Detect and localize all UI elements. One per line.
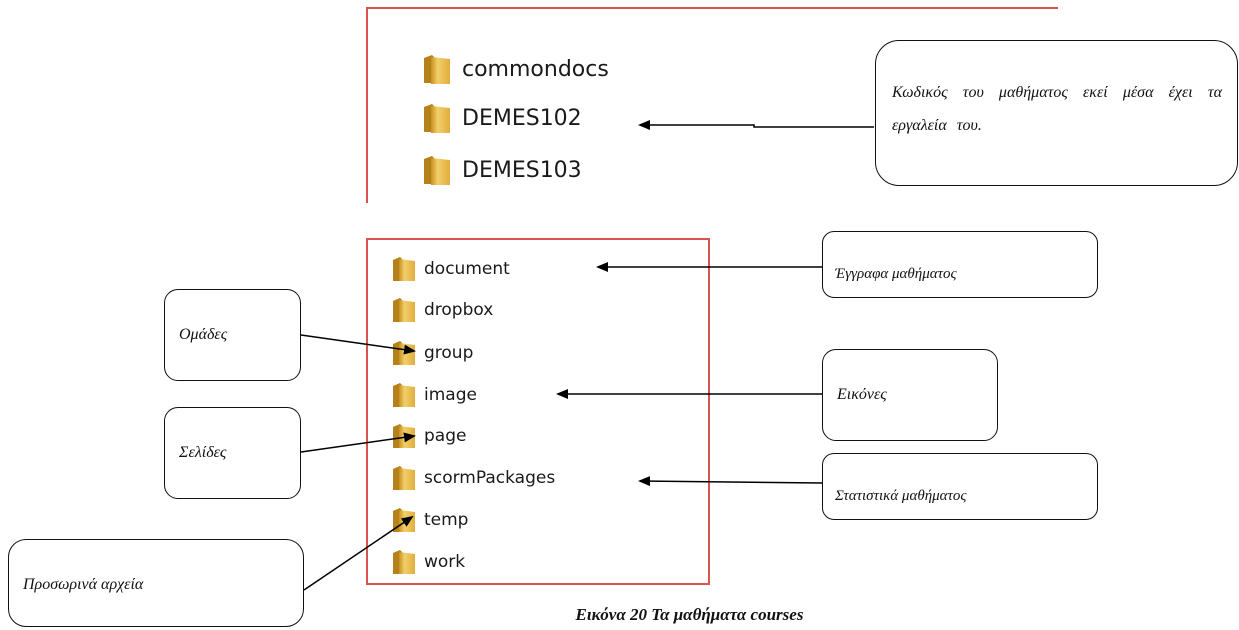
folder-label: work xyxy=(424,552,466,572)
callout-text: Σελίδες xyxy=(179,444,227,461)
folder-label: commondocs xyxy=(462,57,609,82)
callout-course-code: Κωδικός του μαθήματος εκεί μέσα έχει τα … xyxy=(875,40,1238,186)
callout-text: Στατιστικά μαθήματος xyxy=(835,488,967,504)
folder-icon xyxy=(393,424,415,448)
folder-icon xyxy=(393,508,415,532)
callout-text: Κωδικός του μαθήματος εκεί μέσα έχει τα … xyxy=(892,84,1222,134)
folder-label: scormPackages xyxy=(424,468,556,488)
callout-text: Έγγραφα μαθήματος xyxy=(835,266,957,282)
course-tools-folder-listing: document dropbox group image page xyxy=(366,238,710,585)
folder-label: document xyxy=(424,259,510,279)
folder-icon xyxy=(424,55,450,84)
figure-caption: Εικόνα 20 Τα μαθήματα courses xyxy=(575,605,804,624)
folder-icon xyxy=(393,257,415,281)
folder-icon xyxy=(393,466,415,490)
folder-icon xyxy=(393,550,415,574)
callout-text: Προσωρινά αρχεία xyxy=(23,576,144,593)
folder-icon xyxy=(424,156,450,185)
callout-text: Εικόνες xyxy=(837,386,887,403)
callout-images: Εικόνες xyxy=(822,349,998,441)
folder-label: image xyxy=(424,385,477,405)
folder-label: group xyxy=(424,343,474,363)
folder-label: page xyxy=(424,426,467,446)
folder-label: DEMES103 xyxy=(462,158,582,183)
callout-pages: Σελίδες xyxy=(164,407,301,499)
callout-documents: Έγγραφα μαθήματος xyxy=(822,231,1098,298)
folder-icon xyxy=(393,383,415,407)
folder-label: temp xyxy=(424,510,469,530)
callout-statistics: Στατιστικά μαθήματος xyxy=(822,453,1098,520)
callout-temp-files: Προσωρινά αρχεία xyxy=(8,539,304,627)
callout-text: Ομάδες xyxy=(179,326,228,343)
folder-label: dropbox xyxy=(424,300,494,320)
folder-icon xyxy=(393,341,415,365)
folder-icon xyxy=(424,104,450,133)
folder-label: DEMES102 xyxy=(462,106,582,131)
folder-icon xyxy=(393,298,415,322)
callout-groups: Ομάδες xyxy=(164,289,301,381)
